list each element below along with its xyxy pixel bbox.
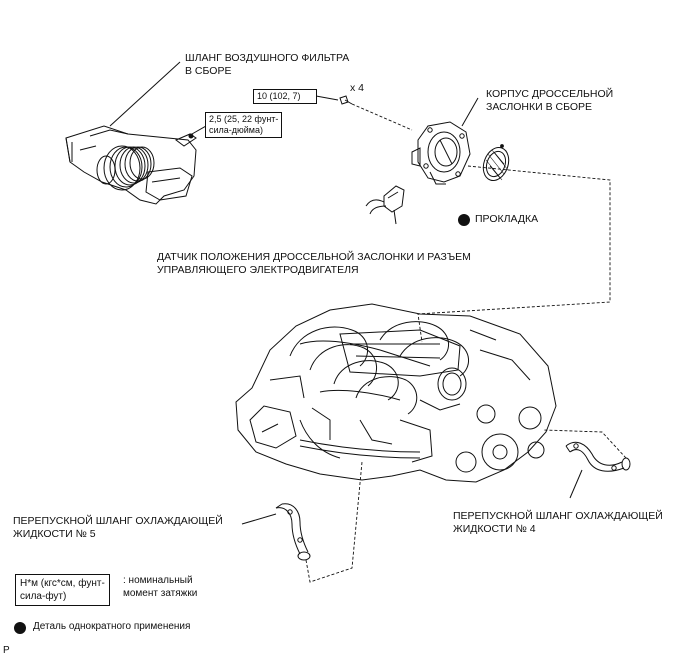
gasket-drawing [482, 144, 510, 181]
air-filter-hose-label-line2: В СБОРЕ [185, 65, 232, 77]
hose-no4-drawing [565, 441, 631, 472]
air-filter-hose-label: ШЛАНГ ВОЗДУШНОГО ФИЛЬТРА В СБОРЕ [185, 52, 349, 78]
legend-unit-desc-line1: : номинальный [123, 575, 193, 586]
throttle-body-drawing [411, 121, 471, 185]
throttle-body-label-line1: КОРПУС ДРОССЕЛЬНОЙ [486, 88, 614, 100]
hose-no4-label-line1: ПЕРЕПУСКНОЙ ШЛАНГ ОХЛАЖДАЮЩЕЙ [453, 510, 663, 522]
corner-mark: P [3, 645, 10, 656]
hose-no5-label-line1: ПЕРЕПУСКНОЙ ШЛАНГ ОХЛАЖДАЮЩЕЙ [13, 515, 223, 527]
sensor-connector-label: ДАТЧИК ПОЛОЖЕНИЯ ДРОССЕЛЬНОЙ ЗАСЛОНКИ И … [157, 251, 471, 277]
engine-drawing [235, 303, 557, 483]
sensor-connector-label-line1: ДАТЧИК ПОЛОЖЕНИЯ ДРОССЕЛЬНОЙ ЗАСЛОНКИ И … [157, 251, 471, 263]
throttle-body-label-line2: ЗАСЛОНКИ В СБОРЕ [486, 101, 593, 113]
legend-single-use-label: Деталь однократного применения [33, 621, 191, 632]
hose-no4-label-line2: ЖИДКОСТИ № 4 [453, 523, 536, 535]
legend-unit-box: Н*м (кгс*см, фунт- сила-фут) [15, 574, 110, 606]
air-filter-hose-label-line1: ШЛАНГ ВОЗДУШНОГО ФИЛЬТРА [185, 52, 350, 64]
throttle-bolt-torque-box: 10 (102, 7) [253, 89, 317, 104]
legend-unit-desc-line2: момент затяжки [123, 588, 198, 599]
legend-single-use-icon [14, 622, 26, 634]
hose-no5-drawing [275, 503, 311, 561]
gasket-label: ПРОКЛАДКА [475, 213, 539, 225]
sensor-connector-drawing [365, 185, 405, 215]
legend-unit-line1: Н*м (кгс*см, фунт- [20, 578, 105, 589]
throttle-body-label: КОРПУС ДРОССЕЛЬНОЙ ЗАСЛОНКИ В СБОРЕ [486, 88, 613, 114]
sensor-connector-label-line2: УПРАВЛЯЮЩЕГО ЭЛЕКТРОДВИГАТЕЛЯ [157, 264, 359, 276]
hose-no5-label: ПЕРЕПУСКНОЙ ШЛАНГ ОХЛАЖДАЮЩЕЙ ЖИДКОСТИ №… [13, 515, 223, 541]
hose-no5-label-line2: ЖИДКОСТИ № 5 [13, 528, 96, 540]
clamp-torque-line2: сила-дюйма) [209, 125, 263, 135]
clamp-torque-box: 2,5 (25, 22 фунт- сила-дюйма) [205, 112, 283, 138]
single-use-marker-icon [458, 214, 470, 226]
legend-unit-description: : номинальный момент затяжки [123, 574, 197, 600]
assembly-guide-lines [305, 103, 627, 583]
throttle-bolt-torque-value: 10 (102, 7) [257, 91, 301, 101]
bolt-count-label: x 4 [350, 82, 365, 94]
legend-unit-line2: сила-фут) [20, 591, 67, 602]
clamp-torque-line1: 2,5 (25, 22 фунт- [209, 114, 279, 124]
hose-no4-label: ПЕРЕПУСКНОЙ ШЛАНГ ОХЛАЖДАЮЩЕЙ ЖИДКОСТИ №… [453, 510, 663, 536]
air-filter-hose-drawing [65, 125, 197, 205]
bolt-drawing [339, 95, 353, 105]
